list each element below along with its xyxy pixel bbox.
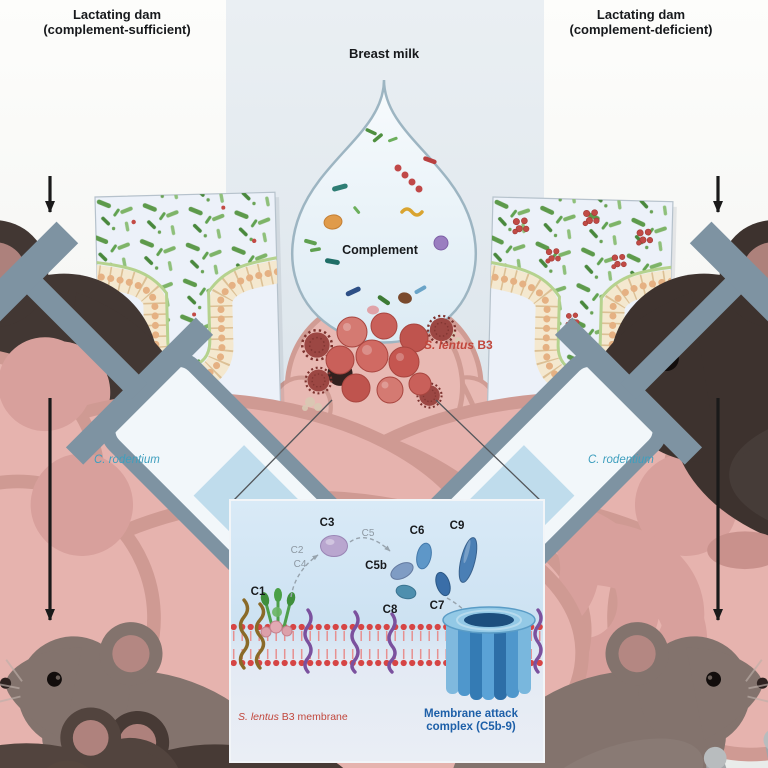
mac-complex: [442, 606, 536, 700]
label-dam-right: Lactating dam(complement-deficient): [569, 7, 713, 37]
label-membrane: S. lentus B3 membrane: [238, 711, 348, 723]
label-dam-left: Lactating dam(complement-sufficient): [43, 7, 191, 37]
label-c7: C7: [429, 600, 445, 612]
c7-protein: [435, 571, 451, 597]
cascade-arrows: [290, 537, 471, 617]
complement-proteins: [320, 535, 478, 600]
label-c5: C5: [361, 528, 375, 539]
label-c8: C8: [382, 604, 398, 616]
label-c5b: C5b: [365, 560, 387, 572]
c3-protein: [320, 535, 348, 557]
sparse-red-bacteria: [131, 205, 257, 317]
c9-protein: [458, 537, 478, 583]
label-pathogen-right: C. rodentium: [588, 454, 654, 466]
label-c1: C1: [250, 586, 266, 598]
label-c3: C3: [319, 517, 335, 529]
bacteria-cluster-icon: [300, 312, 461, 411]
c8-protein: [395, 584, 417, 600]
label-c2: C2: [290, 545, 304, 556]
membrane-proteins: [238, 598, 543, 674]
label-s-lentus: S. lentus B3: [424, 338, 493, 352]
magnification-lines: [231, 399, 543, 503]
label-c9: C9: [449, 520, 465, 532]
c1-complex: [260, 588, 296, 638]
milk-microbes: [304, 128, 449, 315]
milk-drop-icon: [290, 79, 478, 344]
c5b-protein: [390, 562, 414, 580]
c6-protein: [416, 542, 432, 570]
label-c4: C4: [293, 559, 307, 570]
label-pathogen-left: C. rodentium: [94, 454, 160, 466]
label-breast-milk: Breast milk: [348, 46, 420, 61]
complement-cascade-inset: [229, 499, 545, 763]
label-complement: Complement: [342, 243, 418, 257]
label-c6: C6: [409, 525, 425, 537]
flow-arrows: [45, 176, 723, 621]
